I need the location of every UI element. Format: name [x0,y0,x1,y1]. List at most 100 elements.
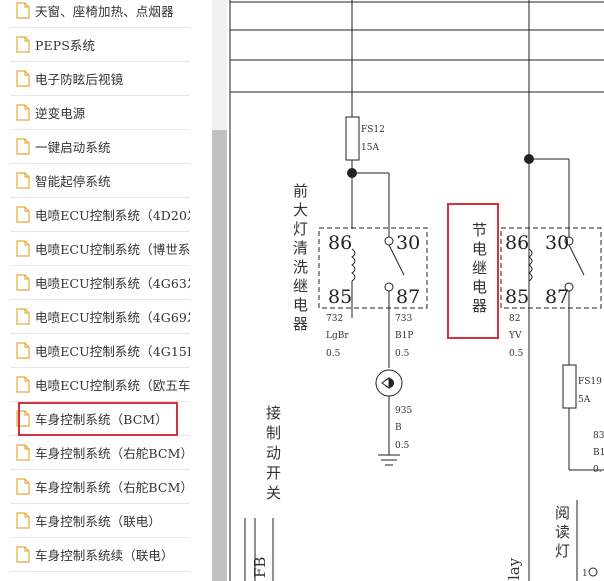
nav-item-label: 逆变电源 [35,106,86,121]
nav-item[interactable]: 智能起停系统 [10,164,190,198]
relay1-pin87: 87 [396,286,420,308]
relay1-wiring [272,92,428,581]
relay1-label: 前大灯清洗继电器 [293,182,308,333]
nav-item-label: 电子防眩后视镜 [35,72,124,87]
relay2-pin87: 87 [545,286,569,308]
document-nav-list: 天窗、座椅加热、点烟器 PEPS系统电子防眩后视镜逆变电源一键启动系统智能起停系统… [0,0,212,581]
document-icon [16,104,30,121]
relay2-label-highlight [447,203,499,339]
document-icon [16,138,30,155]
relay1-pin30: 30 [396,232,420,254]
nav-item[interactable]: 车身控制系统续（联电） [10,538,190,572]
nav-item-label: 电喷ECU控制系统（4G63发动机 [35,276,190,291]
nav-item[interactable]: 电喷ECU控制系统（4G15B发动 [10,334,190,368]
wire732-size: 0.5 [326,349,341,359]
relay2-pin30: 30 [545,232,569,254]
wiring-diagram: FS12 15A FS19 5A 86 85 30 87 86 85 30 87… [227,0,604,581]
nav-item-label: 电喷ECU控制系统（博世系统） [35,242,190,257]
document-icon [16,240,30,257]
document-icon [16,478,30,495]
nav-item[interactable]: 一键启动系统 [10,130,190,164]
wire935-color: B [395,423,402,433]
pin-one-label: 1 [582,569,588,579]
wire732-color: LgBr [326,331,349,341]
relay1-box [318,227,428,309]
fuse-fs19 [562,364,577,409]
junction-dot [347,168,357,178]
diagram-frame [229,0,604,581]
nav-item[interactable]: 车身控制系统（联电） [10,504,190,538]
wire83-size: 0. [593,465,602,475]
relay2-pin86: 86 [505,232,529,254]
nav-scrollbar-thumb[interactable] [212,130,227,581]
nav-item[interactable]: 电喷ECU控制系统（博世系统） [10,232,190,266]
fuse1-name: FS12 [361,125,385,135]
nav-scrollbar[interactable] [212,0,227,581]
document-icon [16,308,30,325]
document-icon [16,444,30,461]
document-icon [16,2,30,19]
document-icon [16,376,30,393]
relay1-pin85: 85 [328,286,352,308]
nav-item[interactable]: 车身控制系统（右舵BCM） [10,470,190,504]
nav-item-label: 车身控制系统（BCM） [35,412,168,427]
wire82-color: YV [508,331,522,341]
wire935-size: 0.5 [395,441,410,451]
wire733-size: 0.5 [395,349,410,359]
fuse1-rating: 15A [361,143,379,153]
nav-item-label: PEPS系统 [35,38,96,53]
nav-item-label: 天窗、座椅加热、点烟器 [35,4,174,19]
nav-item[interactable]: 车身控制系统（右舵BCM） [10,436,190,470]
relay2-box [500,227,602,309]
document-icon [16,70,30,87]
relay1-pin86: 86 [328,232,352,254]
document-icon [16,546,30,563]
wire82-num: 82 [509,314,520,324]
document-icon [16,274,30,291]
nav-item[interactable]: 电喷ECU控制系统（欧五车型） [10,368,190,402]
connector-pin-icon [588,567,598,577]
document-icon [16,512,30,529]
wire935-num: 935 [395,406,412,416]
nav-item[interactable]: PEPS系统 [10,28,190,62]
fuse2-rating: 5A [578,395,591,405]
wire83-color: B1 [593,448,604,458]
nav-item[interactable]: 逆变电源 [10,96,190,130]
nav-item-label: 电喷ECU控制系统（4G69发动机 [35,310,190,325]
nav-item-label: 车身控制系统（联电） [35,514,162,529]
fuse2-name: FS19 [578,377,602,387]
lamp-label: 阅读灯 [555,504,570,560]
wire733-num: 733 [395,314,412,324]
relay2-pin85: 85 [505,286,529,308]
fuse-fs12 [345,116,360,161]
relay2-label: 节电继电器 [472,221,487,315]
nav-item-label: 智能起停系统 [35,174,111,189]
nav-item[interactable]: 天窗、座椅加热、点烟器 [10,0,190,28]
nav-item-label: 一键启动系统 [35,140,111,155]
nav-item-label: 车身控制系统（右舵BCM） [35,480,190,495]
switch-label: 接制动开关 [266,404,281,502]
wire732-num: 732 [326,314,343,324]
fb-label: FB [251,557,269,578]
junction-dot-2 [524,154,534,164]
document-icon [16,36,30,53]
nav-item-label: 电喷ECU控制系统（欧五车型） [35,378,190,393]
nav-item[interactable]: 电喷ECU控制系统（4D20发动机 [10,198,190,232]
nav-item-label: 车身控制系统（右舵BCM） [35,446,190,461]
nav-item[interactable]: 电喷ECU控制系统（4G69发动机 [10,300,190,334]
document-icon [16,342,30,359]
nav-item-label: 电喷ECU控制系统（4D20发动机 [35,208,190,223]
nav-item-label: 车身控制系统续（联电） [35,548,174,563]
wire82-size: 0.5 [509,349,524,359]
wiring-diagram-svg: FS12 15A FS19 5A 86 85 30 87 86 85 30 87… [229,0,604,581]
document-icon [16,172,30,189]
nav-item[interactable]: 电喷ECU控制系统（4G63发动机 [10,266,190,300]
nav-item[interactable]: 电子防眩后视镜 [10,62,190,96]
lay-label: lay [505,557,523,580]
wire733-color: B1P [395,331,413,341]
motor-arrow-icon [381,377,390,389]
document-icon [16,206,30,223]
nav-item[interactable]: 车身控制系统（BCM） [10,402,190,436]
wire83-num: 83 [593,431,604,441]
